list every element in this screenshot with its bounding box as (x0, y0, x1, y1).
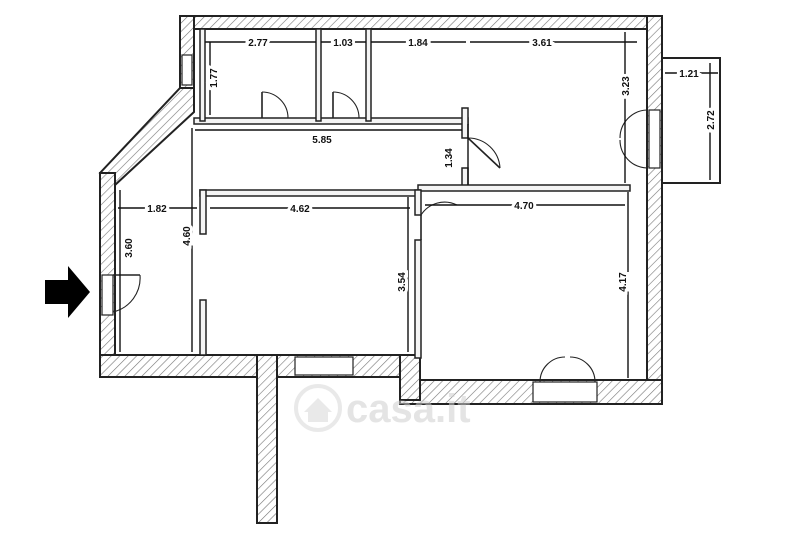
dim-room-b-width: 1.03 (333, 38, 353, 49)
dim-living-height: 4.60 (182, 226, 193, 246)
window-living (294, 356, 354, 376)
door-bedroom-balcony (539, 356, 596, 383)
interior-walls (193, 28, 631, 359)
windows (101, 54, 661, 403)
door-room-b (332, 91, 360, 119)
door-room-a (261, 91, 289, 119)
dim-entry-width: 1.82 (147, 204, 167, 215)
dim-room-c-width-right: 3.61 (532, 38, 552, 49)
dim-entry-height: 3.60 (124, 238, 135, 258)
window-top-left (181, 54, 193, 86)
watermark: casa.it (294, 384, 471, 432)
window-balcony (648, 109, 661, 169)
house-icon (294, 384, 342, 432)
window-bedroom (532, 381, 598, 403)
doors (112, 91, 648, 383)
dimension-labels: 2.77 1.03 1.84 3.61 1.21 5.85 1.82 4.62 … (121, 35, 720, 295)
dim-room-c-height: 3.23 (621, 76, 632, 96)
dim-balcony-height: 2.72 (706, 110, 717, 130)
dim-living-width: 4.62 (290, 204, 310, 215)
dimension-lines (118, 32, 718, 378)
door-bedroom (420, 201, 458, 240)
dim-corridor-depth: 1.34 (444, 148, 455, 168)
dim-room-a-height: 1.77 (209, 68, 220, 88)
dim-bedroom-width: 4.70 (514, 201, 534, 212)
door-corridor (467, 137, 501, 169)
dim-room-c-width-left: 1.84 (408, 38, 428, 49)
dim-bedroom-height: 4.17 (618, 272, 629, 292)
watermark-label: casa.it (346, 387, 471, 431)
door-balcony (619, 109, 648, 169)
window-entry (101, 274, 114, 316)
dim-corridor-length: 5.85 (312, 135, 332, 146)
dim-room-a-width: 2.77 (248, 38, 268, 49)
door-entry (112, 274, 141, 313)
arrow-right-icon (45, 266, 90, 318)
dim-balcony-width: 1.21 (679, 69, 699, 80)
dim-living-depth: 3.54 (397, 272, 408, 292)
